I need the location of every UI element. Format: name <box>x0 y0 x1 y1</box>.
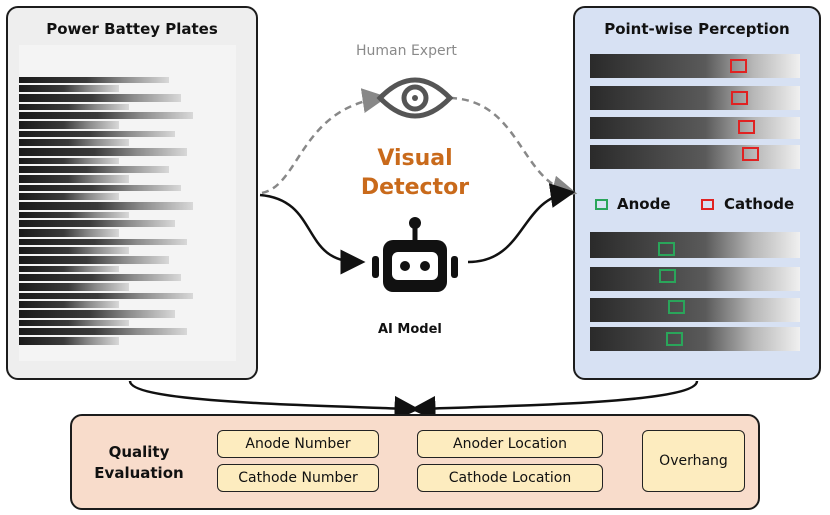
human-expert-path-in <box>261 88 388 195</box>
plate-stripe <box>19 85 119 92</box>
cathode-legend-swatch <box>701 199 714 210</box>
anode-strip <box>590 267 800 291</box>
panel-title: Power Battey Plates <box>46 20 218 38</box>
plate-stripe <box>19 266 119 272</box>
plate-stripe <box>19 328 187 335</box>
metric-anode-number: Anode Number <box>217 430 379 458</box>
plate-stripe <box>19 337 119 345</box>
plate-stripe <box>19 166 169 173</box>
cathode-marker <box>730 59 747 73</box>
plate-stripe <box>19 77 169 83</box>
anode-marker <box>666 332 683 346</box>
plate-stripe <box>19 193 119 200</box>
cathode-marker <box>731 91 748 105</box>
plate-stripe <box>19 293 193 299</box>
ai-model-path-in <box>259 193 366 275</box>
plate-stripe <box>19 212 129 218</box>
plate-stripe <box>19 247 129 254</box>
anode-marker <box>659 269 676 283</box>
cathode-legend-label: Cathode <box>724 195 795 213</box>
plate-stripe <box>19 229 119 237</box>
plate-stripe <box>19 320 129 326</box>
anode-marker <box>668 300 685 314</box>
cathode-strip <box>590 54 800 78</box>
cathode-strip <box>590 117 800 139</box>
plate-stripe <box>19 239 187 245</box>
anode-marker <box>658 242 675 256</box>
plate-stripe <box>19 185 181 191</box>
visual-detector-label: Visual Detector <box>360 144 470 202</box>
anode-strip <box>590 327 800 351</box>
cathode-marker <box>742 147 759 161</box>
metric-cathode-number: Cathode Number <box>217 464 379 492</box>
ai-model-label: AI Model <box>378 322 442 337</box>
anode-legend-swatch <box>595 199 608 210</box>
plate-stripe <box>19 148 187 156</box>
metric-overhang: Overhang <box>642 430 745 492</box>
plate-stripe <box>19 301 119 308</box>
anode-legend-label: Anode <box>617 195 671 213</box>
anode-strip <box>590 232 800 258</box>
cathode-marker <box>738 120 755 134</box>
plate-stripe <box>19 175 129 183</box>
human-expert-label: Human Expert <box>356 43 457 59</box>
plate-stripe <box>19 104 129 110</box>
plate-stripe <box>19 112 193 119</box>
visual-detector-line2: Detector <box>360 175 470 200</box>
panel-title: Point-wise Perception <box>604 20 790 38</box>
quality-evaluation-label: Quality Evaluation <box>94 442 184 484</box>
cathode-strip <box>590 86 800 110</box>
plate-stripe <box>19 139 129 146</box>
quality-label-line2: Evaluation <box>94 464 184 482</box>
anode-strip <box>590 298 800 322</box>
plate-stripe <box>19 256 169 264</box>
plate-stripe <box>19 310 175 318</box>
cathode-strip <box>590 145 800 169</box>
plate-stripe <box>19 94 181 102</box>
flow-left-to-evaluation <box>128 380 420 421</box>
plate-stripe <box>19 121 119 129</box>
plate-stripe <box>19 220 175 227</box>
visual-detector-line1: Visual <box>377 146 453 171</box>
robot-icon <box>372 217 458 292</box>
eye-icon <box>376 77 454 119</box>
metric-cathode-location: Cathode Location <box>417 464 603 492</box>
plate-stripe <box>19 274 181 281</box>
flow-right-to-evaluation <box>410 380 699 421</box>
battery-plates-image <box>19 45 236 361</box>
plate-stripe <box>19 283 129 291</box>
plate-stripe <box>19 202 193 210</box>
quality-label-line1: Quality <box>108 443 170 461</box>
plate-stripe <box>19 158 119 164</box>
metric-anode-location: Anoder Location <box>417 430 603 458</box>
plate-stripe <box>19 131 175 137</box>
ai-model-path-out <box>467 183 576 264</box>
